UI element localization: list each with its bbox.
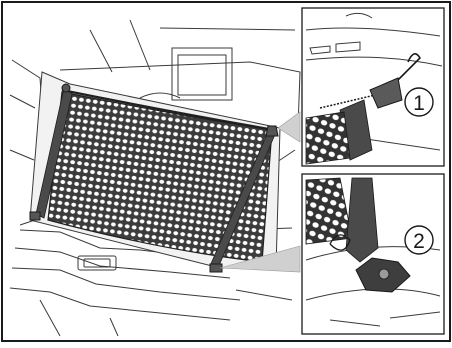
top-right-hook: [266, 126, 278, 136]
bottom-left-anchor: [30, 212, 40, 220]
detail-panel-top-hook: 1: [302, 8, 444, 166]
top-left-hook: [62, 84, 70, 92]
detail-2-strap: [346, 178, 378, 262]
detail-panel-floor-anchor: 2: [302, 174, 444, 334]
detail-1-net: [306, 112, 350, 164]
knob-bolt: [379, 269, 389, 279]
callout-2-label: 2: [413, 230, 425, 253]
callout-1-label: 1: [413, 92, 425, 115]
